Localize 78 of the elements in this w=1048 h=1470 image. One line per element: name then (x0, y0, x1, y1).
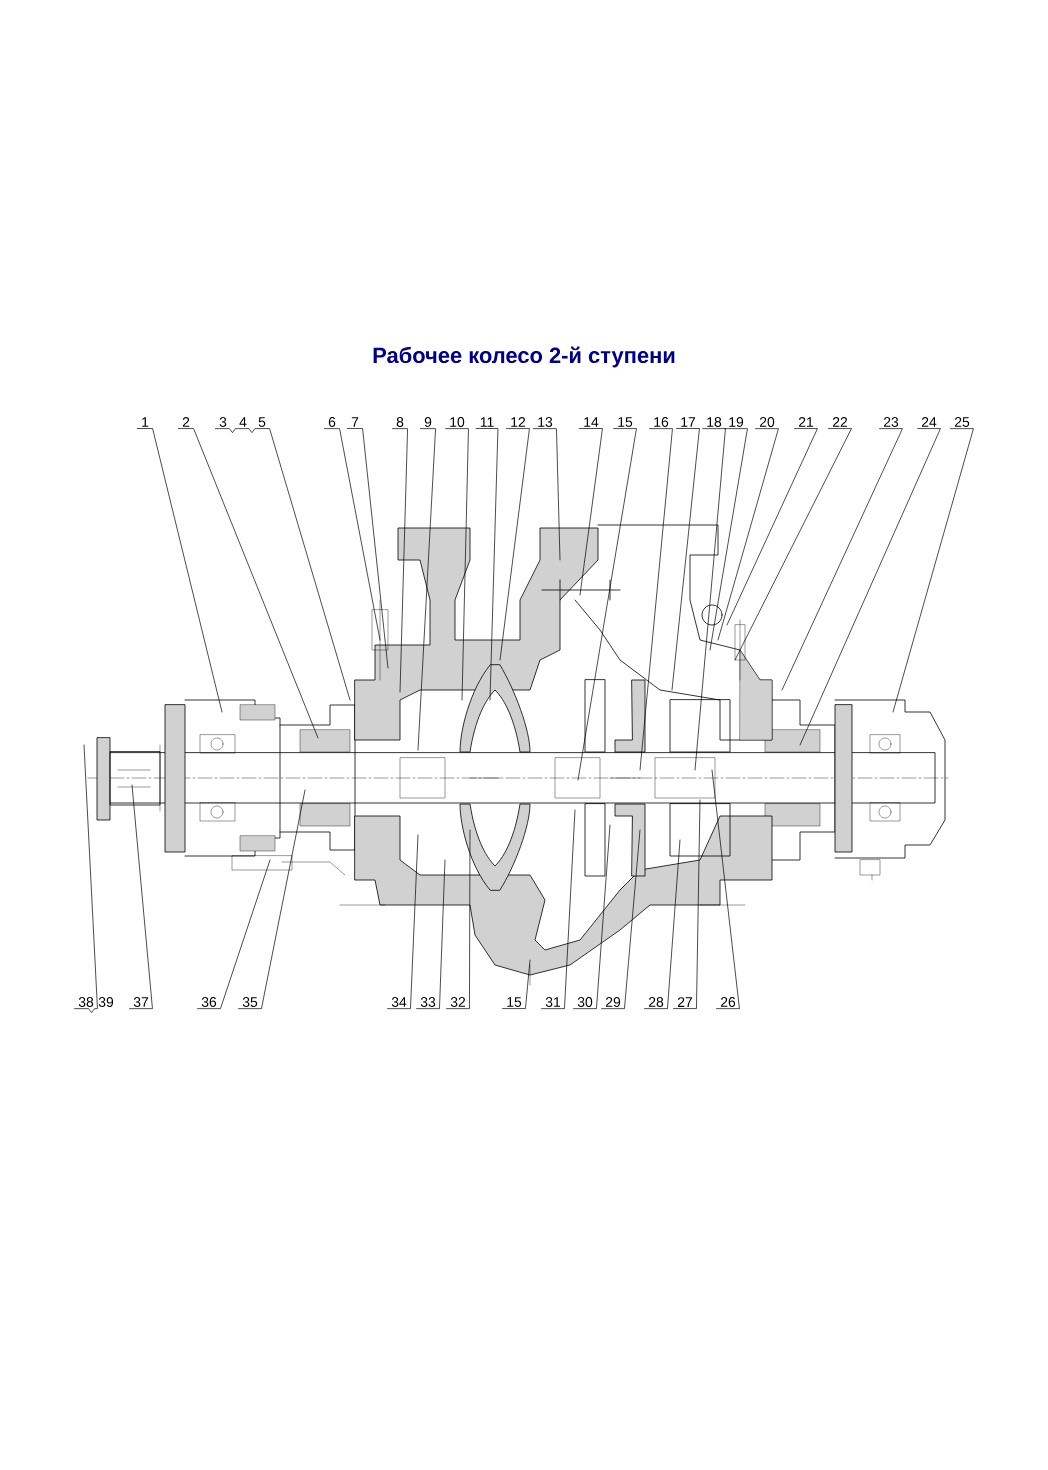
callout-number: 26 (720, 997, 736, 1007)
callout-number: 21 (798, 417, 814, 427)
callout-number: 33 (420, 997, 436, 1007)
callout-number: 22 (832, 417, 848, 427)
leader-line (238, 789, 306, 1009)
callout-number: 30 (577, 997, 593, 1007)
leader-line (533, 428, 561, 561)
leader-line (579, 428, 603, 596)
leader-line (709, 428, 748, 651)
leader-line (673, 799, 701, 1009)
callout-number: 9 (424, 417, 432, 427)
leader-line (197, 859, 271, 1009)
callout-number: 3 (219, 417, 227, 427)
leader-line (129, 784, 153, 1009)
callout-number: 11 (480, 417, 494, 427)
callout-number: 39 (98, 997, 114, 1007)
callout-number: 7 (351, 417, 359, 427)
callout-number: 36 (201, 997, 217, 1007)
leader-line (726, 428, 818, 626)
callout-number: 6 (328, 417, 336, 427)
leader-line (573, 824, 611, 1009)
leader-line (711, 769, 740, 1009)
leader-line (387, 834, 419, 1009)
leader-line (499, 428, 530, 661)
callout-number: 17 (681, 417, 696, 427)
leader-line (717, 428, 779, 641)
leader-line (347, 428, 389, 669)
leader-line (475, 428, 499, 701)
callout-number: 31 (545, 997, 561, 1007)
leader-line (694, 428, 726, 771)
leader-line (445, 428, 469, 701)
callout-number: 28 (648, 997, 664, 1007)
leader-line (74, 744, 98, 1013)
leader-line (541, 809, 576, 1009)
callout-number: 37 (133, 997, 149, 1007)
callout-number: 10 (450, 417, 465, 427)
callout-number: 18 (707, 417, 722, 427)
callout-number: 8 (396, 417, 404, 427)
leader-line (392, 428, 408, 693)
callout-number: 5 (258, 417, 266, 427)
leader-line (781, 428, 903, 691)
callout-number: 29 (605, 997, 621, 1007)
leader-line (215, 428, 351, 701)
callout-number: 16 (654, 417, 669, 427)
leader-line (416, 859, 446, 1009)
callout-number: 38 (78, 997, 94, 1007)
callout-number: 24 (921, 417, 937, 427)
callout-number: 20 (759, 417, 775, 427)
callout-number: 13 (538, 417, 553, 427)
title: Рабочее колесо 2-й ступени (373, 346, 675, 368)
leader-line (178, 428, 319, 739)
leader-line (799, 428, 941, 746)
callout-number: 27 (677, 997, 693, 1007)
leader-line (577, 428, 637, 781)
callout-number: 15 (507, 997, 522, 1007)
callout-number: 12 (511, 417, 526, 427)
callout-number: 25 (954, 417, 970, 427)
leader-line (324, 428, 381, 641)
leader-line (644, 839, 681, 1009)
callout-number: 32 (450, 997, 466, 1007)
leader-line (137, 428, 223, 713)
leader-line (446, 829, 471, 1009)
leader-line (502, 959, 531, 1009)
callout-number: 2 (182, 417, 190, 427)
callout-number: 15 (618, 417, 633, 427)
callout-number: 35 (242, 997, 258, 1007)
callout-number: 19 (729, 417, 744, 427)
leader-line (601, 829, 641, 1009)
callout-number: 14 (584, 417, 599, 427)
leader-line (892, 428, 974, 713)
leader-line (734, 428, 852, 661)
leader-line (671, 428, 700, 691)
leader-line (639, 428, 673, 771)
leader-line (417, 428, 436, 751)
callout-number: 1 (142, 417, 149, 427)
callout-number: 23 (883, 417, 899, 427)
callout-number: 34 (391, 997, 407, 1007)
callout-number: 4 (239, 417, 247, 427)
